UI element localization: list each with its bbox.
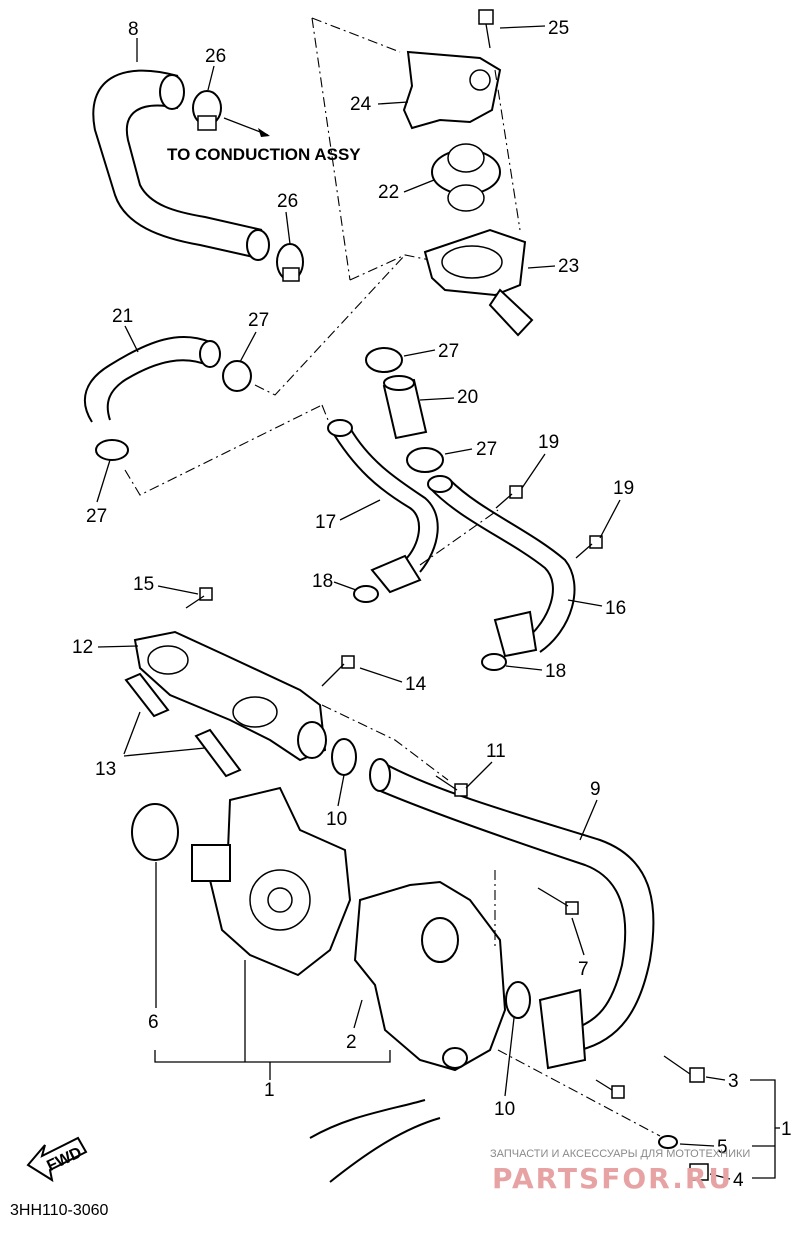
drain-bolt-4 xyxy=(689,1163,709,1181)
callout-16: 16 xyxy=(605,598,626,619)
bolt-3 xyxy=(663,1055,705,1083)
bolt-14 xyxy=(321,655,355,687)
bolt-small xyxy=(595,1079,625,1099)
callout-18-a: 18 xyxy=(312,571,333,592)
pipe-9 xyxy=(369,758,655,1070)
callout-12: 12 xyxy=(72,637,93,658)
callout-22: 22 xyxy=(378,182,399,203)
o-ring-6 xyxy=(131,803,179,861)
callout-20: 20 xyxy=(457,387,478,408)
water-pump-impeller-housing xyxy=(191,786,352,977)
pipe-20 xyxy=(382,375,428,440)
fwd-arrow-icon xyxy=(26,1136,88,1183)
pipe-16 xyxy=(427,475,576,658)
watermark-line2: PARTSFOR.RU xyxy=(492,1162,733,1195)
hose-clamp-27-c xyxy=(365,347,403,373)
bolt-7 xyxy=(537,887,579,915)
callout-27-d: 27 xyxy=(476,439,497,460)
water-pump-housing-2 xyxy=(353,880,507,1072)
callout-9: 9 xyxy=(590,779,601,800)
callout-1-bracket: 1 xyxy=(781,1119,792,1140)
callout-10-b: 10 xyxy=(494,1099,515,1120)
hose-clamp-26-bottom xyxy=(276,243,304,282)
callout-26-bottom: 26 xyxy=(277,191,298,212)
water-outlet-12 xyxy=(133,630,327,762)
callout-25: 25 xyxy=(548,18,569,39)
pipe-17 xyxy=(327,419,439,594)
thermostat-22 xyxy=(431,143,501,212)
bolt-19-b xyxy=(575,535,603,559)
callout-1: 1 xyxy=(264,1080,275,1101)
hose-8 xyxy=(92,69,270,261)
callout-3: 3 xyxy=(728,1071,739,1092)
washer-5 xyxy=(658,1135,678,1149)
callout-11: 11 xyxy=(486,741,506,762)
callout-8: 8 xyxy=(128,19,139,40)
o-ring-18-b xyxy=(481,653,507,671)
callout-19-a: 19 xyxy=(538,432,559,453)
callout-27-b: 27 xyxy=(86,506,107,527)
callout-15: 15 xyxy=(133,574,154,595)
gaskets-13 xyxy=(124,672,242,778)
thermostat-housing-23 xyxy=(423,228,534,337)
o-ring-10-b xyxy=(505,981,531,1019)
bolt-11 xyxy=(435,775,468,797)
hose-clamp-27-d xyxy=(406,447,444,473)
hose-21 xyxy=(83,335,221,423)
callout-10-a: 10 xyxy=(326,809,347,830)
watermark-line1: ЗАПЧАСТИ И АКСЕССУАРЫ ДЛЯ МОТОТЕХНИКИ xyxy=(490,1148,750,1160)
callout-24: 24 xyxy=(350,94,372,115)
hose-clamp-27-a xyxy=(222,360,252,392)
bolt-15 xyxy=(185,587,213,609)
hose-clamp-27-b xyxy=(95,439,129,461)
callout-17: 17 xyxy=(315,512,336,533)
callout-23: 23 xyxy=(558,256,579,277)
callout-18-b: 18 xyxy=(545,661,566,682)
o-ring-18-a xyxy=(353,585,379,603)
callout-7: 7 xyxy=(578,959,589,980)
o-ring-10-a xyxy=(331,738,357,776)
callout-27-a: 27 xyxy=(248,310,269,331)
callout-14: 14 xyxy=(405,674,427,695)
callout-13: 13 xyxy=(95,759,116,780)
bolt-19-a xyxy=(495,485,523,509)
callout-21: 21 xyxy=(112,306,133,327)
callout-2: 2 xyxy=(346,1032,357,1053)
callout-4: 4 xyxy=(733,1170,744,1191)
callout-6: 6 xyxy=(148,1012,159,1033)
callout-19-b: 19 xyxy=(613,478,634,499)
hose-clamp-26-top xyxy=(192,90,222,131)
callout-27-c: 27 xyxy=(438,341,459,362)
callout-26-top: 26 xyxy=(205,46,226,67)
callout-5: 5 xyxy=(717,1137,728,1158)
diagram-code: 3HH110-3060 xyxy=(10,1202,109,1219)
thermostat-cover-24 xyxy=(402,50,502,130)
bolt-25 xyxy=(478,9,494,49)
conduction-assy-caption: TO CONDUCTION ASSY xyxy=(167,145,361,164)
